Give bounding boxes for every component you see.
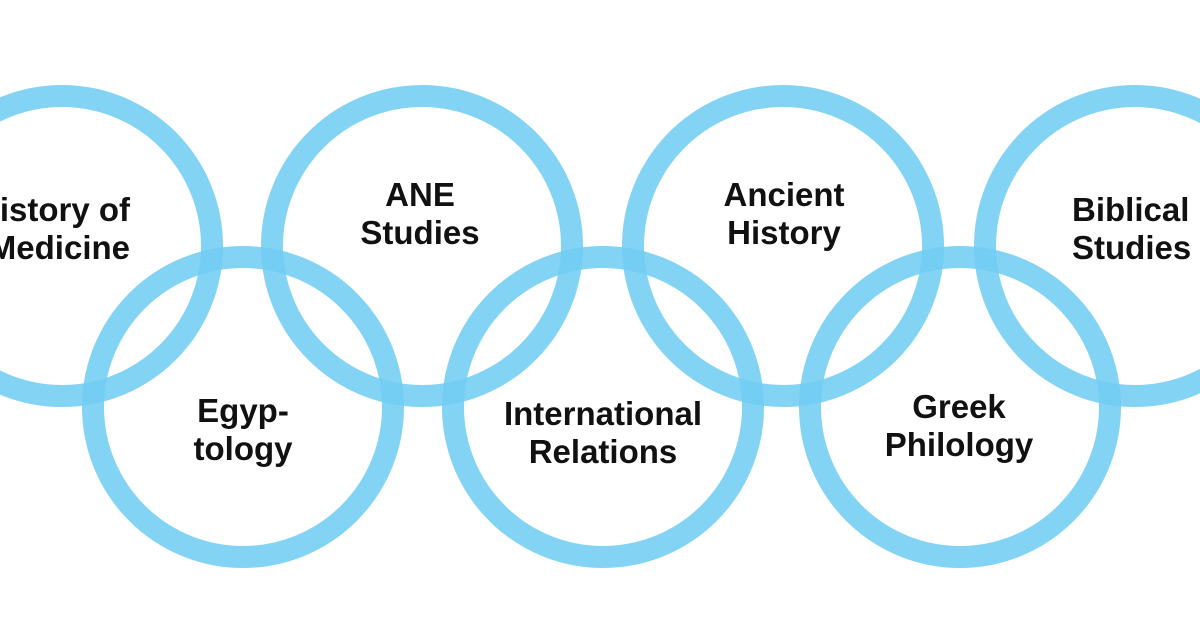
ring-greek-philology — [799, 246, 1121, 568]
label-line: Studies — [1072, 229, 1192, 266]
label-ancient-history: Ancient History — [644, 176, 924, 252]
label-history-of-medicine: History of Medicine — [0, 191, 130, 267]
label-line: ANE — [385, 176, 455, 213]
label-line: Biblical — [1072, 191, 1190, 228]
ring-ane-studies — [261, 85, 583, 407]
label-line: Ancient — [723, 176, 845, 213]
label-egyptology: Egyp- tology — [103, 392, 383, 468]
label-line: History — [727, 214, 841, 251]
ring-biblical-studies — [974, 85, 1200, 407]
ring-ancient-history — [622, 85, 944, 407]
label-line: tology — [193, 430, 293, 467]
label-ane-studies: ANE Studies — [280, 176, 560, 252]
label-greek-philology: Greek Philology — [819, 388, 1099, 464]
label-line: Philology — [884, 426, 1034, 463]
label-line: Medicine — [0, 229, 130, 266]
ring-egyptology — [82, 246, 404, 568]
label-line: Greek — [912, 388, 1006, 425]
ring-history-of-medicine — [0, 85, 223, 407]
ring-international-relations — [442, 246, 764, 568]
label-line: History of — [0, 191, 130, 228]
label-international-relations: International Relations — [463, 395, 743, 471]
label-line: Studies — [360, 214, 480, 251]
label-line: Relations — [528, 433, 678, 470]
label-line: International — [503, 395, 703, 432]
label-line: Egyp- — [197, 392, 289, 429]
label-biblical-studies: Biblical Studies — [1072, 191, 1200, 267]
